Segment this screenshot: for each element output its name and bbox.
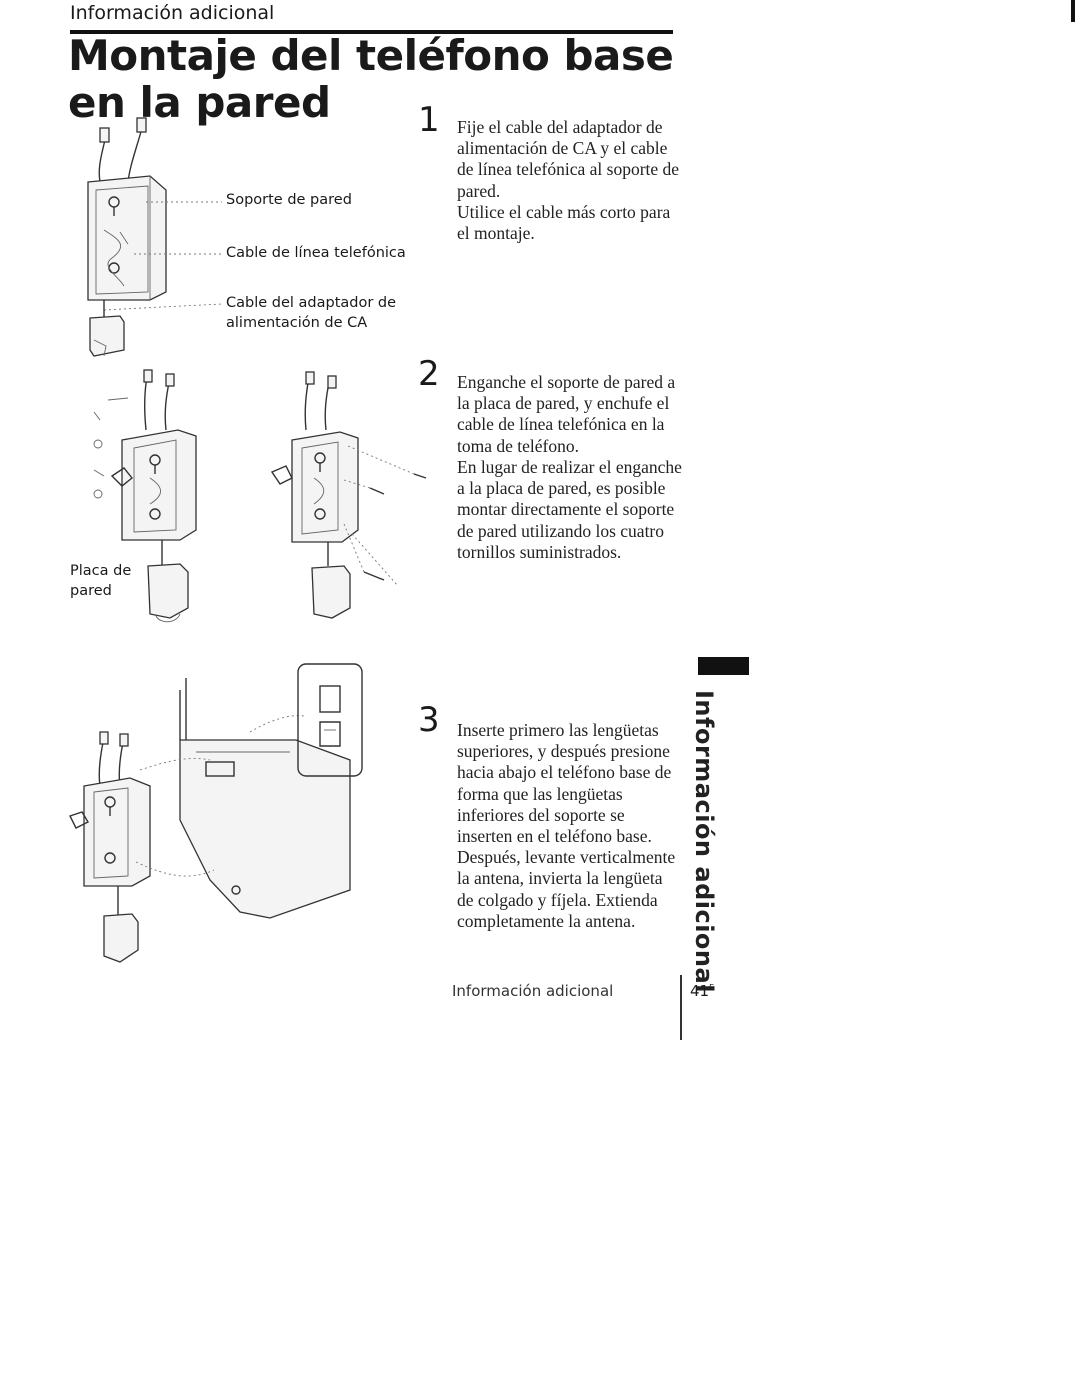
step-1-note: Utilice el cable más corto para el monta… [457, 202, 671, 244]
page-number-suffix: E [709, 983, 715, 992]
side-tab-label: Información adicional [690, 690, 718, 993]
step-1-number: 1 [418, 100, 440, 140]
callout-wall-bracket: Soporte de pared [226, 192, 352, 208]
callout-phone-cord: Cable de línea telefónica [226, 245, 406, 261]
section-header: Información adicional [70, 2, 275, 24]
header-rule [70, 30, 673, 34]
page-number-value: 41 [690, 982, 710, 1000]
step-2-number: 2 [418, 354, 440, 394]
footer-rule [680, 975, 682, 1040]
step-1-text: Fije el cable del adaptador de alimentac… [457, 117, 680, 201]
step-2-text: Enganche el soporte de pared a la placa … [457, 372, 676, 456]
footer-label: Información adicional [452, 982, 614, 1000]
callout-adaptor-cord-line1: Cable del adaptador de [226, 295, 397, 311]
page-edge-mark [1071, 0, 1075, 22]
page-title: Montaje del teléfono base en la pared [68, 31, 674, 127]
callout-adaptor-cord-line2: alimentación de CA [226, 315, 368, 331]
page-number: 41E [690, 982, 714, 1000]
step-3-number: 3 [418, 700, 440, 740]
callout-wall-plate-line1: Placa de [70, 563, 132, 579]
side-tab-block [698, 657, 749, 675]
step-2-note: En lugar de realizar el enganche a la pl… [457, 457, 682, 562]
step-3-text: Inserte primero las lengüetas superiores… [457, 720, 676, 931]
callout-wall-plate-line2: pared [70, 583, 112, 599]
